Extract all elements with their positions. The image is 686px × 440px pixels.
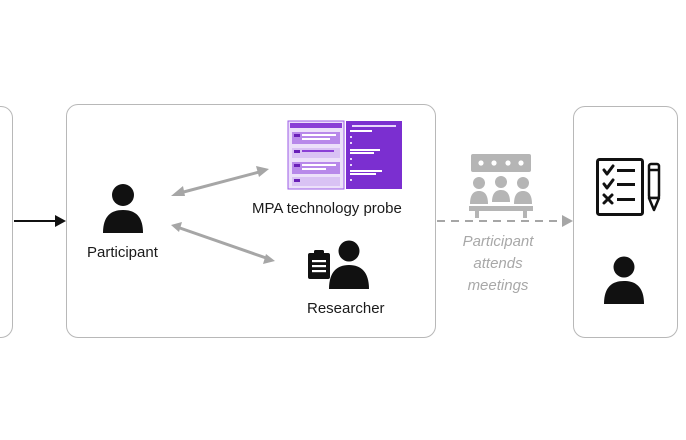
meeting-label-line1: Participant — [462, 233, 534, 250]
meeting-label-line3: meetings — [467, 277, 529, 294]
participant-label: Participant — [87, 244, 158, 261]
checklist-icon — [596, 158, 644, 216]
meeting-label: Participant attends meetings — [442, 231, 554, 297]
researcher-person-icon — [329, 240, 369, 289]
participant-person-icon — [103, 184, 143, 233]
mpa-probe-label: MPA technology probe — [252, 200, 402, 217]
mpa-probe-left-panel — [287, 120, 345, 190]
mpa-probe-right-panel — [346, 121, 402, 189]
meeting-label-line2: attends — [473, 255, 523, 272]
meeting-icon — [469, 154, 533, 218]
researcher-clipboard-icon — [308, 250, 330, 279]
mpa-probe-screenshot — [287, 120, 402, 190]
outcome-person-icon — [604, 256, 644, 304]
pencil-icon — [647, 162, 661, 212]
researcher-label: Researcher — [307, 300, 385, 317]
